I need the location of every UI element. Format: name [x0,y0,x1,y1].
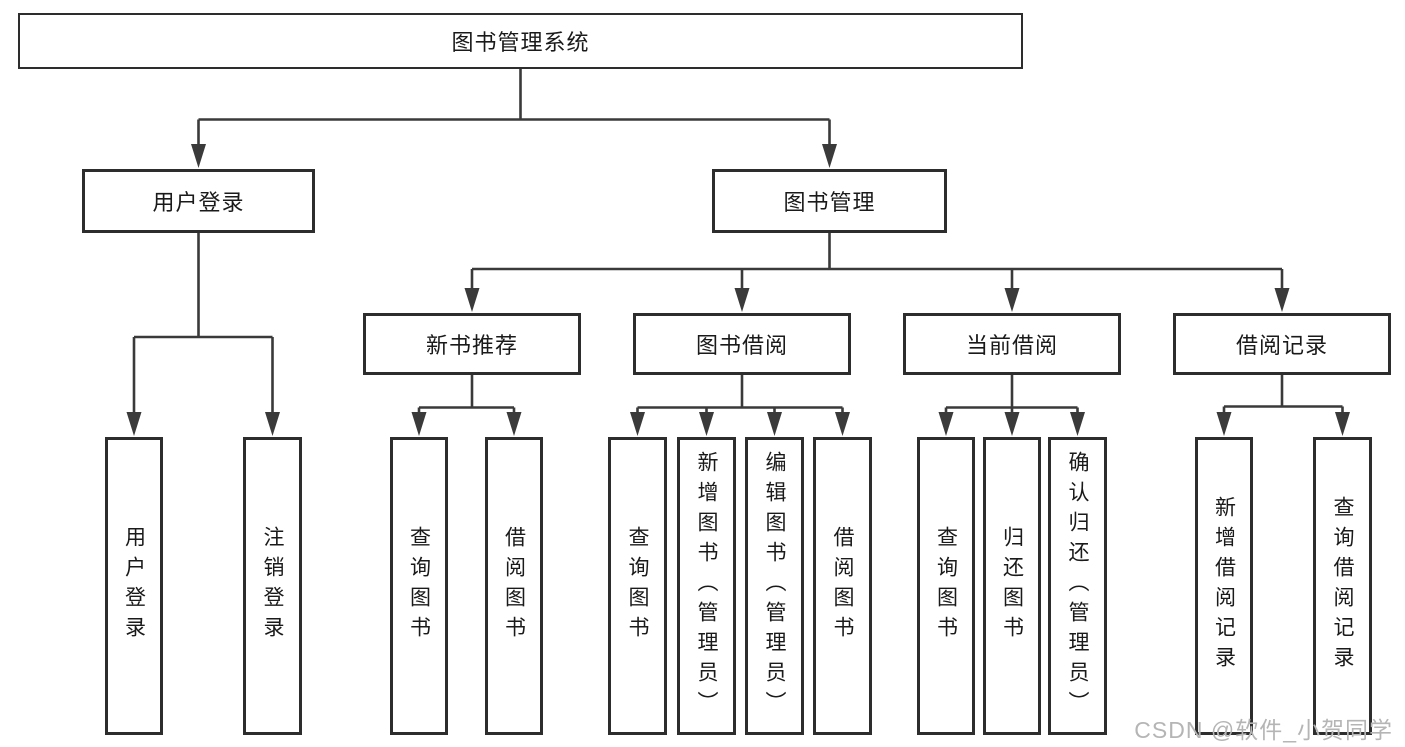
node-user-login: 用户登录 [82,169,315,233]
arrowhead [699,412,714,436]
node-label: 借阅记录 [1235,333,1328,358]
arrowhead [835,412,850,436]
line [636,375,844,414]
arrowhead [464,288,480,312]
leaf-return-books: 归还图书 [983,437,1041,735]
node-label: 查询借阅记录 [1331,496,1354,676]
arrowhead [1335,412,1350,436]
arrowhead [1004,288,1020,312]
connector-current-borrow-to-leaves [938,375,1085,436]
node-root-system: 图书管理系统 [18,13,1023,69]
node-book-borrow: 图书借阅 [633,313,851,375]
connector-book-borrow-to-leaves [630,375,850,436]
leaf-borrow-books: 借阅图书 [813,437,872,735]
node-label: 查询图书 [934,526,958,646]
line [944,375,1079,414]
arrowhead [411,412,427,436]
arrowhead [191,144,206,168]
leaf-add-borrow-record: 新增借阅记录 [1195,437,1253,735]
node-label: 新增图书（管理员） [695,451,718,721]
line [417,375,516,414]
node-label: 编辑图书（管理员） [763,451,786,721]
leaf-borrow-books: 借阅图书 [485,437,543,735]
node-new-book-recommend: 新书推荐 [363,313,581,375]
node-label: 图书借阅 [695,333,788,358]
leaf-query-books: 查询图书 [608,437,667,735]
node-label: 用户登录 [122,526,146,646]
node-label: 借阅图书 [502,526,526,646]
node-label: 查询图书 [626,526,649,646]
leaf-add-books-admin: 新增图书（管理员） [677,437,736,735]
arrowhead [1004,412,1020,436]
line [1222,375,1344,414]
node-borrow-records: 借阅记录 [1173,313,1391,375]
arrowhead [1070,412,1085,436]
node-book-management: 图书管理 [712,169,947,233]
node-label: 图书管理系统 [451,30,590,55]
leaf-query-books: 查询图书 [390,437,448,735]
leaf-query-books: 查询图书 [917,437,975,735]
node-label: 借阅图书 [831,526,854,646]
connector-borrow-records-to-leaves [1216,375,1350,436]
leaf-query-borrow-record: 查询借阅记录 [1313,437,1372,735]
node-label: 新书推荐 [425,333,518,358]
arrowhead [767,412,782,436]
arrowhead [630,412,645,436]
leaf-confirm-return-admin: 确认归还（管理员） [1048,437,1107,735]
node-label: 查询图书 [407,526,431,646]
node-label: 用户登录 [152,190,245,215]
node-label: 图书管理 [783,190,876,215]
line [197,69,831,146]
line [470,233,1284,290]
csdn-watermark: CSDN @软件_小贺同学 [1134,717,1393,743]
node-label: 归还图书 [1000,526,1024,646]
arrowhead [938,412,954,436]
leaf-logout: 注销登录 [243,437,302,735]
arrowhead [1274,288,1290,312]
connector-root-to-level2 [191,69,837,168]
node-label: 新增借阅记录 [1212,496,1236,676]
connector-user-login-to-leaves [126,233,280,436]
line [132,233,274,414]
connector-new-book-recommend-to-leaves [411,375,522,436]
arrowhead [506,412,522,436]
arrowhead [822,144,837,168]
node-label: 确认归还（管理员） [1066,451,1089,721]
leaf-user-login: 用户登录 [105,437,163,735]
leaf-edit-books-admin: 编辑图书（管理员） [745,437,804,735]
arrowhead [1216,412,1232,436]
node-label: 当前借阅 [965,333,1058,358]
connector-book-management-to-level3 [464,233,1290,312]
node-current-borrow: 当前借阅 [903,313,1121,375]
arrowhead [734,288,750,312]
node-label: 注销登录 [261,526,284,646]
arrowhead [265,412,280,436]
arrowhead [126,412,142,436]
